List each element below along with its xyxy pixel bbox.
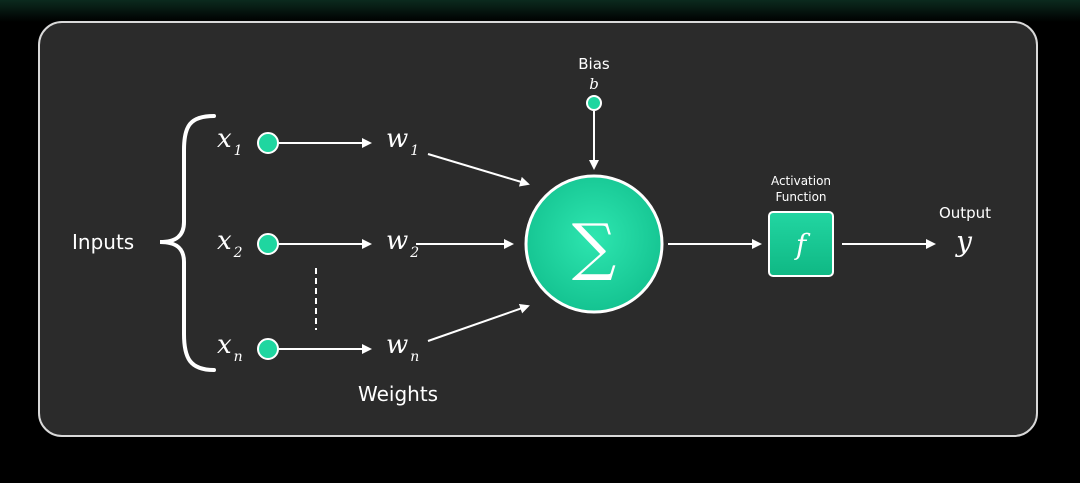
- arrow-wn-sum: [427, 303, 530, 342]
- input-node-n: [257, 338, 279, 360]
- activation-function-box: [768, 211, 834, 277]
- bias-node: [586, 95, 602, 111]
- inputs-label: Inputs: [72, 230, 134, 254]
- sigma-symbol: ∑: [572, 210, 616, 283]
- activation-label-line1: Activation: [771, 174, 831, 188]
- bias-label: Bias: [578, 55, 610, 73]
- input-node-2: [257, 233, 279, 255]
- weights-label: Weights: [358, 382, 438, 406]
- output-symbol: y: [954, 225, 973, 258]
- output-label: Output: [939, 204, 991, 222]
- input-node-1: [257, 132, 279, 154]
- inputs-brace: [159, 114, 216, 372]
- arrow-w1-sum: [427, 153, 530, 187]
- bias-symbol: b: [589, 75, 599, 93]
- activation-label-line2: Function: [775, 190, 826, 204]
- summation-node: [524, 174, 664, 314]
